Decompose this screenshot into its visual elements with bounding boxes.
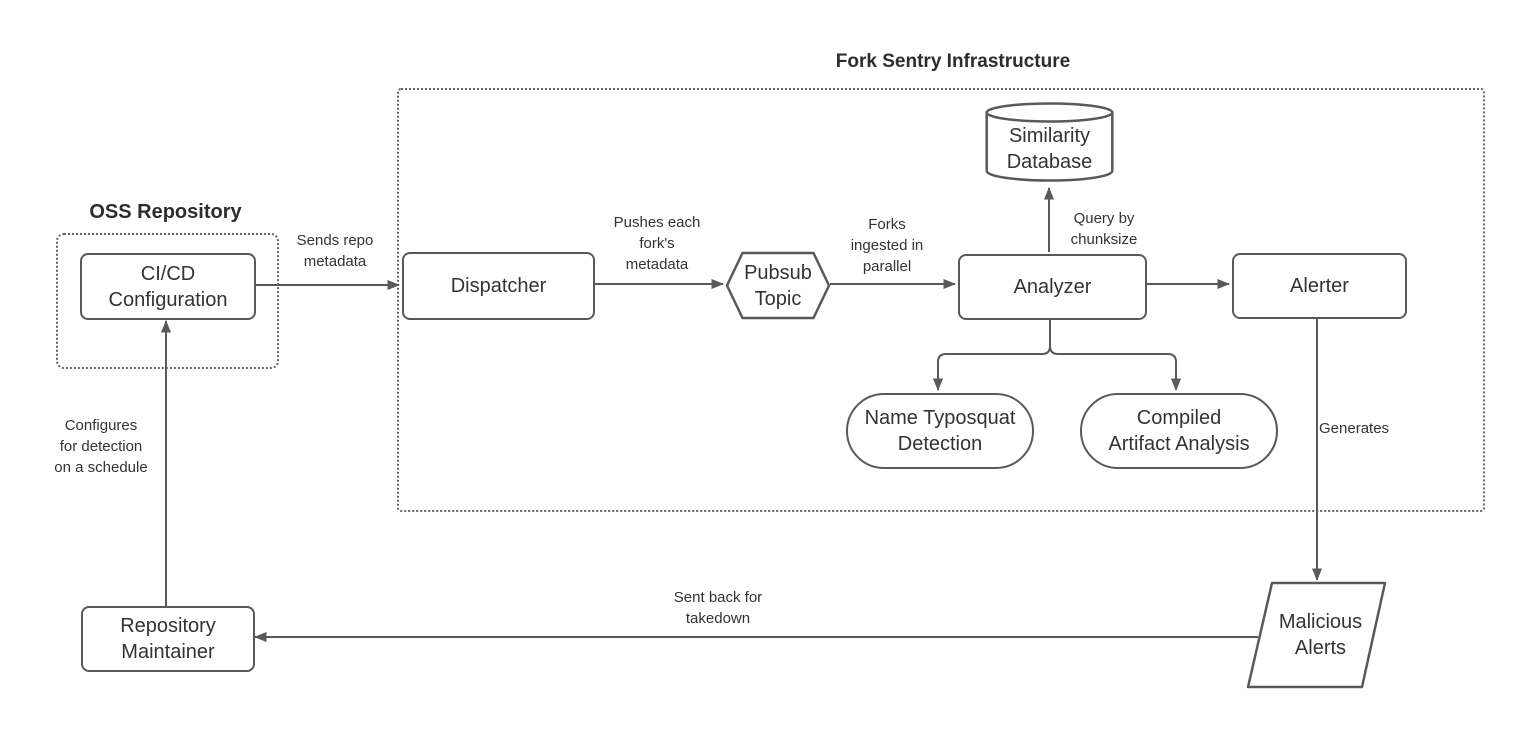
fork-sentry-group-title: Fork Sentry Infrastructure	[835, 51, 1071, 72]
cylinder-shape	[985, 102, 1114, 182]
cicd-configuration-node: CI/CD Configuration	[80, 253, 256, 320]
analyzer-label: Analyzer	[1013, 276, 1092, 298]
edge-label-pushes-each-forks-metadata: Pushes each fork's metadata	[600, 212, 714, 275]
similarity-database-node: Similarity Database	[985, 102, 1114, 183]
hexagon-shape	[725, 251, 831, 320]
alerter-node: Alerter	[1232, 253, 1407, 319]
edge-label-configures-for-detection: Configures for detection on a schedule	[41, 415, 161, 478]
edge-label-generates: Generates	[1319, 418, 1419, 439]
malicious-alerts-label: Malicious Alerts	[1278, 611, 1363, 659]
edge-label-forks-ingested-in-parallel: Forks ingested in parallel	[837, 214, 937, 277]
alerter-label: Alerter	[1290, 275, 1349, 297]
pubsub-topic-node: Pubsub Topic	[725, 251, 831, 320]
pubsub-topic-label: Pubsub Topic	[744, 261, 812, 310]
fork-sentry-group-box	[397, 88, 1485, 512]
edge-label-query-by-chunksize: Query by chunksize	[1054, 208, 1154, 250]
name-typosquat-detection-node: Name Typosquat Detection	[846, 393, 1034, 469]
parallelogram-shape	[1246, 581, 1387, 689]
compiled-artifact-analysis-node: Compiled Artifact Analysis	[1080, 393, 1278, 469]
dispatcher-label: Dispatcher	[450, 275, 547, 297]
similarity-database-label: Similarity Database	[1006, 124, 1093, 173]
oss-repository-group-box	[56, 233, 279, 369]
name-typosquat-detection-label: Name Typosquat Detection	[864, 407, 1016, 455]
dispatcher-node: Dispatcher	[402, 252, 595, 320]
malicious-alerts-node: Malicious Alerts	[1246, 581, 1387, 689]
repository-maintainer-node: Repository Maintainer	[81, 606, 255, 672]
cicd-configuration-label: CI/CD Configuration	[108, 262, 228, 311]
repository-maintainer-label: Repository Maintainer	[120, 615, 216, 663]
compiled-artifact-analysis-label: Compiled Artifact Analysis	[1108, 407, 1250, 455]
oss-repository-group-title: OSS Repository	[89, 201, 242, 223]
edge-label-sends-repo-metadata: Sends repo metadata	[280, 230, 390, 272]
analyzer-node: Analyzer	[958, 254, 1147, 320]
edge-label-sent-back-for-takedown: Sent back for takedown	[658, 587, 778, 629]
